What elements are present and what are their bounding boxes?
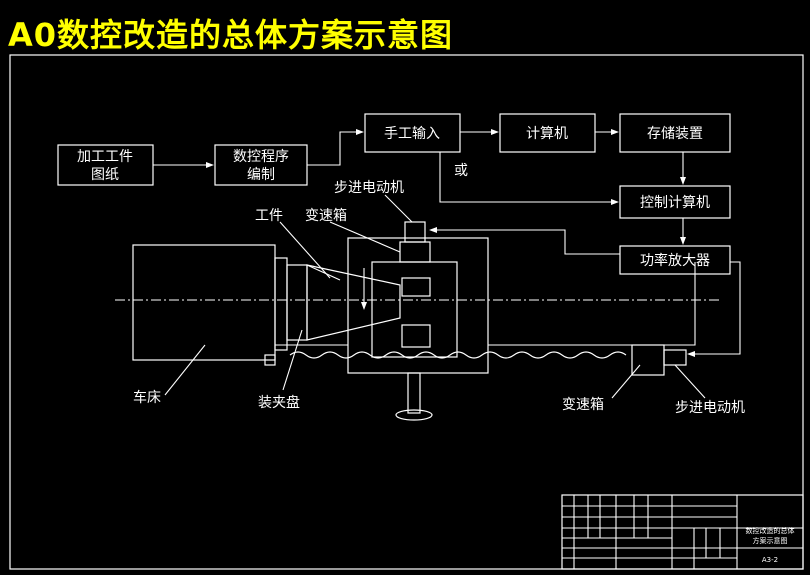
leader-lines [164,194,706,399]
block-manual-input: 手工输入 [364,113,461,153]
label-gearbox-top: 变速箱 [305,208,347,224]
block-label: 存储装置 [647,126,703,142]
drawing-frame [9,54,804,570]
block-label: 手工输入 [384,126,440,142]
block-label: 数控程序 [233,149,289,165]
block-label: 加工工件 [77,149,133,165]
or-label: 或 [454,163,468,179]
label-stepper-bottom: 步进电动机 [675,400,745,416]
stepper-motor-top [404,221,426,243]
gearbox-top [399,241,431,263]
workpiece [306,264,401,341]
block-nc-program: 数控程序 编制 [214,144,308,186]
label-stepper-top: 步进电动机 [334,180,404,196]
label-lathe: 车床 [133,389,161,406]
label-workpiece: 工件 [255,208,283,224]
chuck [286,264,308,341]
stepper-motor-bottom [663,349,687,366]
titleblock-name: 数控改造的总体 [746,526,795,535]
drawing-title: A0数控改造的总体方案示意图 [8,16,454,54]
block-processing-drawing: 加工工件 图纸 [57,144,154,186]
block-control-computer: 控制计算机 [619,185,731,219]
block-storage: 存储装置 [619,113,731,153]
label-chuck: 装夹盘 [258,394,300,411]
gearbox-bottom [631,344,665,376]
lead-screw [289,351,627,359]
block-label: 计算机 [526,126,568,142]
title-block: 数控改造的总体 方案示意图 A3-2 [561,494,804,570]
titleblock-code: A3-2 [762,556,778,564]
block-computer: 计算机 [499,113,596,153]
headstock [132,244,276,361]
carriage [371,261,458,358]
label-gearbox-bottom: 变速箱 [562,397,604,413]
lathe-sketch [115,221,720,421]
block-label: 功率放大器 [640,252,710,269]
block-connections [153,129,741,357]
block-label: 图纸 [91,167,119,183]
titleblock-name: 方案示意图 [753,536,788,545]
block-label: 编制 [247,167,275,183]
block-power-amplifier: 功率放大器 [619,245,731,275]
block-label: 控制计算机 [640,195,710,211]
